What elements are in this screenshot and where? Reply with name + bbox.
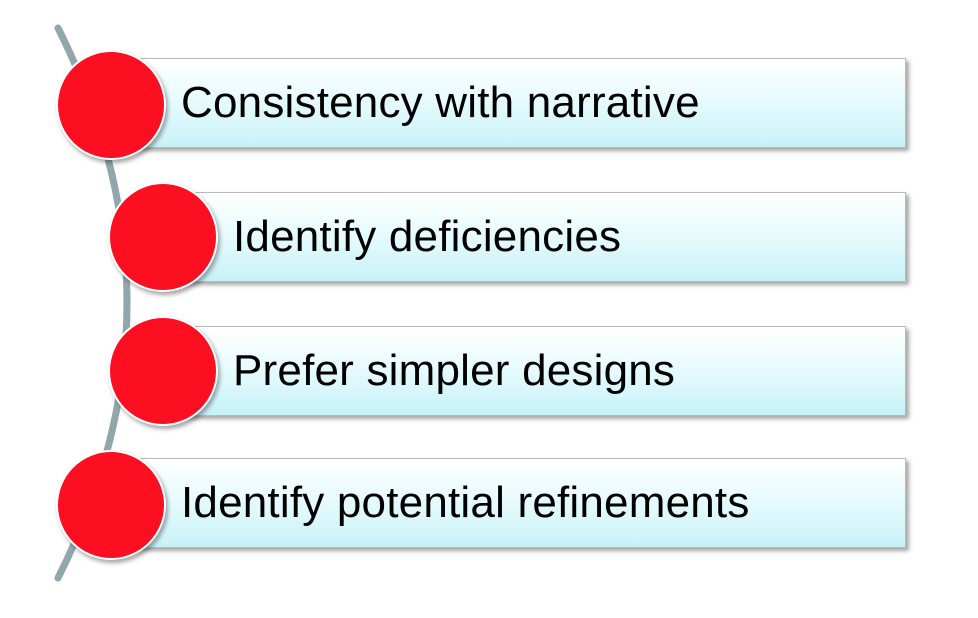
list-item-consistency-with-narrative: Consistency with narrative (112, 58, 906, 148)
bullet-circle-icon (108, 316, 218, 426)
bullet-circle-icon (108, 182, 218, 292)
list-item-label: Identify potential refinements (181, 478, 750, 527)
bullet-circle-icon (56, 50, 166, 160)
bullet-circle-icon (56, 450, 166, 560)
list-item-prefer-simpler-designs: Prefer simpler designs (164, 326, 906, 416)
list-item-identify-potential-refinements: Identify potential refinements (112, 458, 906, 548)
list-item-label: Prefer simpler designs (233, 346, 676, 395)
list-item-identify-deficiencies: Identify deficiencies (164, 192, 906, 282)
list-item-label: Consistency with narrative (181, 78, 700, 127)
list-item-label: Identify deficiencies (233, 212, 622, 261)
